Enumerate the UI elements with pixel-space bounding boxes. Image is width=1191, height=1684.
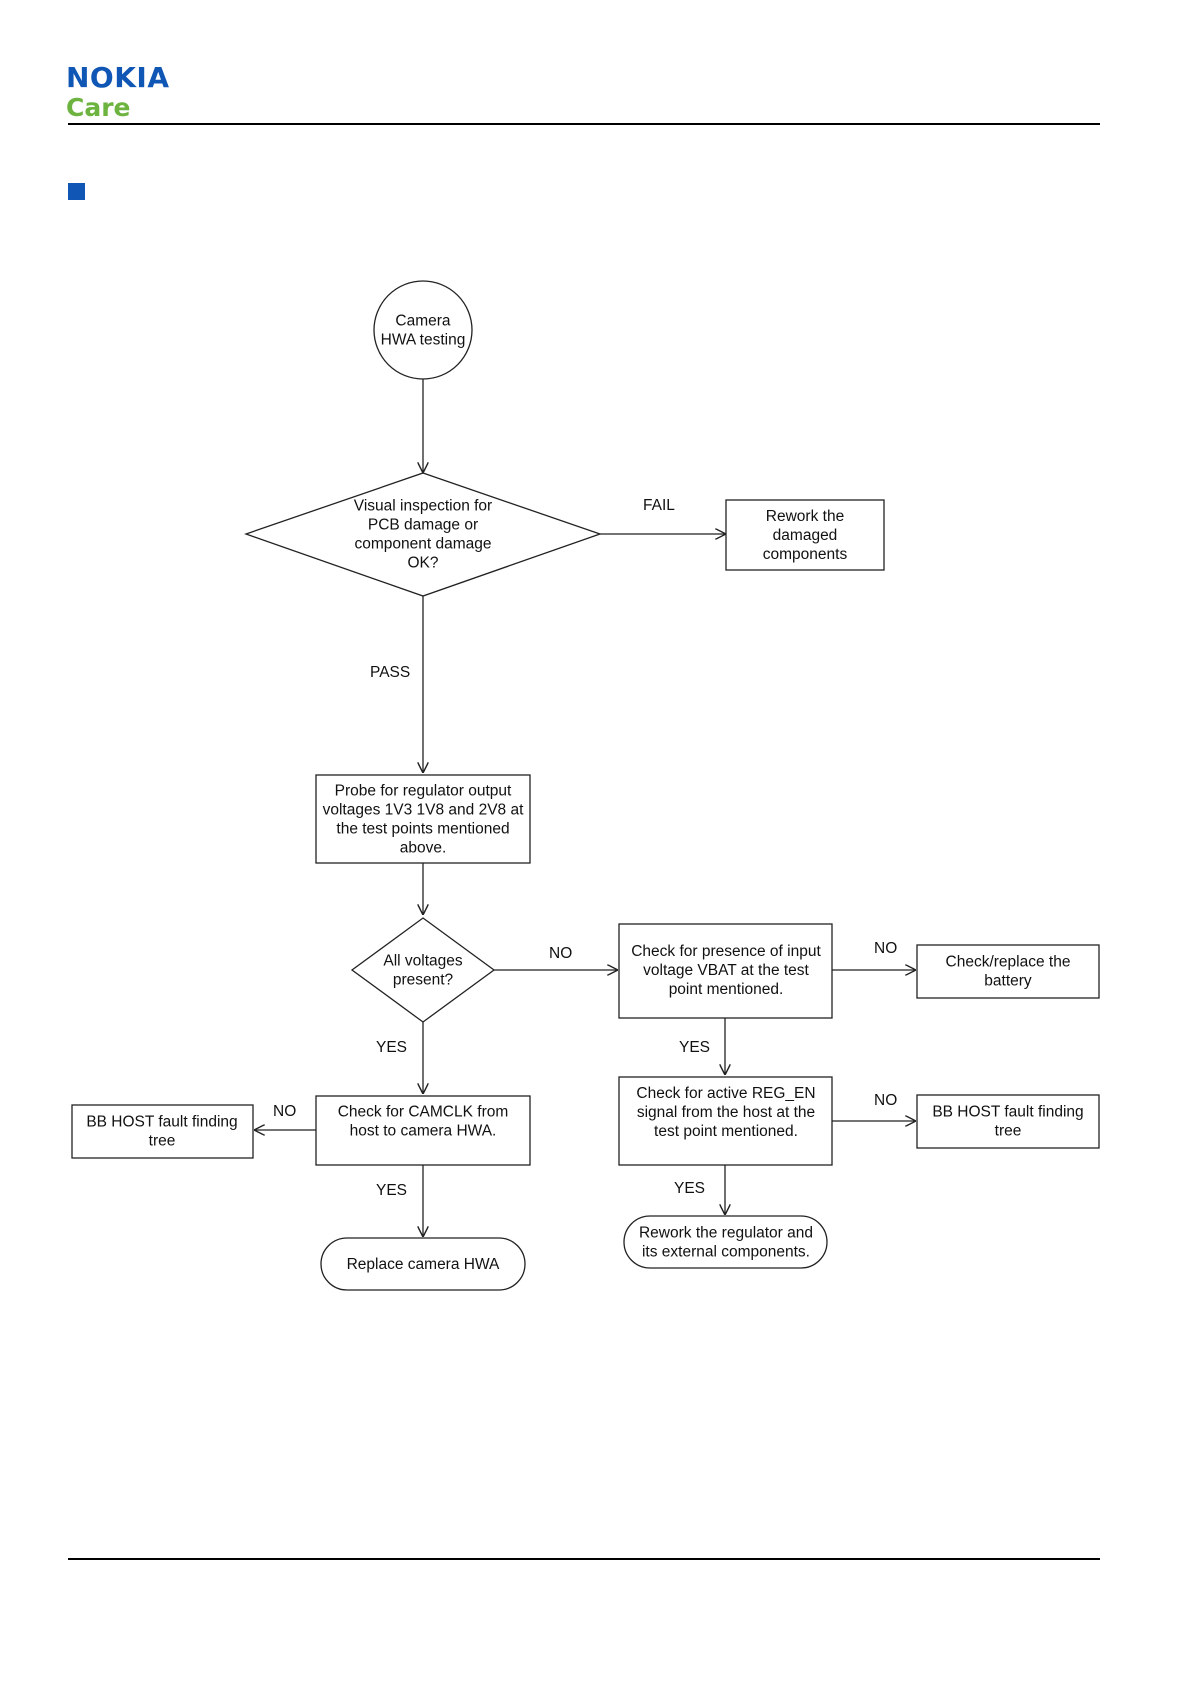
edge-label-yes-reg-en: YES	[674, 1180, 705, 1197]
label-bbhost-left: BB HOST fault finding tree	[86, 1114, 237, 1150]
node-text-line: point mentioned.	[669, 981, 784, 998]
node-text-line: test point mentioned.	[654, 1123, 798, 1140]
edge-label-yes-camclk: YES	[376, 1182, 407, 1199]
edge-label-no-reg-en: NO	[874, 1092, 897, 1109]
node-text-line: Probe for regulator output	[335, 783, 512, 800]
node-text-line: BB HOST fault finding	[932, 1104, 1083, 1121]
label-rework-regulator: Rework the regulator and its external com…	[639, 1225, 813, 1261]
edge-label-no-vbat: NO	[874, 940, 897, 957]
node-text-line: Check/replace the	[946, 954, 1071, 971]
node-visual-decision	[244, 472, 602, 597]
node-text-line: voltage VBAT at the test	[643, 962, 809, 979]
node-text-line: Rework the regulator and	[639, 1225, 813, 1242]
node-text-line: HWA testing	[381, 332, 466, 349]
node-text-line: tree	[995, 1123, 1022, 1140]
node-rework-damaged	[725, 499, 885, 571]
node-text-line: component damage	[354, 536, 491, 553]
label-probe: Probe for regulator output voltages 1V3 1…	[323, 783, 524, 857]
node-check-vbat	[618, 923, 833, 1019]
node-text-line: Camera	[395, 313, 451, 330]
label-camclk: Check for CAMCLK from host to camera HWA.	[338, 1104, 509, 1140]
edge-label-pass: PASS	[370, 664, 410, 681]
node-text-line: BB HOST fault finding	[86, 1114, 237, 1131]
node-text-line: voltages 1V3 1V8 and 2V8 at	[323, 802, 524, 819]
node-text-line: signal from the host at the	[637, 1104, 815, 1121]
label-rework-damaged: Rework the damaged components	[763, 508, 848, 563]
edge-label-yes-vbat: YES	[679, 1039, 710, 1056]
node-text-line: PCB damage or	[368, 517, 478, 534]
node-text-line: present?	[393, 972, 454, 989]
node-text-line: Check for presence of input	[631, 943, 821, 960]
node-text-line: Check for active REG_EN	[636, 1085, 815, 1102]
node-text-line: Rework the	[766, 508, 844, 525]
footer-rule	[68, 1558, 1100, 1560]
node-battery	[916, 944, 1100, 999]
node-bbhost-right	[916, 1094, 1100, 1149]
node-probe	[315, 774, 531, 864]
section-bullet	[68, 183, 85, 200]
node-text-line: its external components.	[642, 1244, 810, 1261]
edge-label-yes-voltages: YES	[376, 1039, 407, 1056]
node-text-line: damaged	[773, 527, 838, 544]
node-text-line: Replace camera HWA	[347, 1256, 500, 1273]
node-reg-en	[618, 1076, 833, 1166]
node-rework-regulator	[623, 1215, 828, 1269]
label-bbhost-right: BB HOST fault finding tree	[932, 1104, 1083, 1140]
node-voltages-decision	[350, 917, 496, 1023]
edge-label-no-voltages: NO	[549, 945, 572, 962]
node-start	[373, 280, 473, 380]
care-logo: Care	[66, 93, 131, 122]
node-text-line: above.	[400, 840, 447, 857]
label-replace-camera: Replace camera HWA	[347, 1256, 500, 1273]
node-text-line: tree	[149, 1133, 176, 1150]
node-text-line: Visual inspection for	[354, 498, 492, 515]
label-check-vbat: Check for presence of input voltage VBAT …	[631, 943, 821, 998]
node-replace-camera	[320, 1237, 526, 1291]
node-camclk	[315, 1095, 531, 1166]
node-text-line: All voltages	[383, 953, 463, 970]
node-text-line: OK?	[407, 555, 438, 572]
label-voltages: All voltages present?	[383, 953, 463, 989]
node-text-line: host to camera HWA.	[350, 1123, 497, 1140]
node-text-line: components	[763, 546, 848, 563]
header-rule	[68, 123, 1100, 125]
node-text-line: the test points mentioned	[336, 821, 509, 838]
edge-label-fail: FAIL	[643, 497, 675, 514]
node-bbhost-left	[71, 1104, 254, 1159]
edge-label-no-camclk: NO	[273, 1103, 296, 1120]
node-text-line: Check for CAMCLK from	[338, 1104, 509, 1121]
nokia-logo: NOKIA	[66, 61, 170, 94]
node-text-line: battery	[984, 973, 1032, 990]
label-battery: Check/replace the battery	[946, 954, 1071, 990]
